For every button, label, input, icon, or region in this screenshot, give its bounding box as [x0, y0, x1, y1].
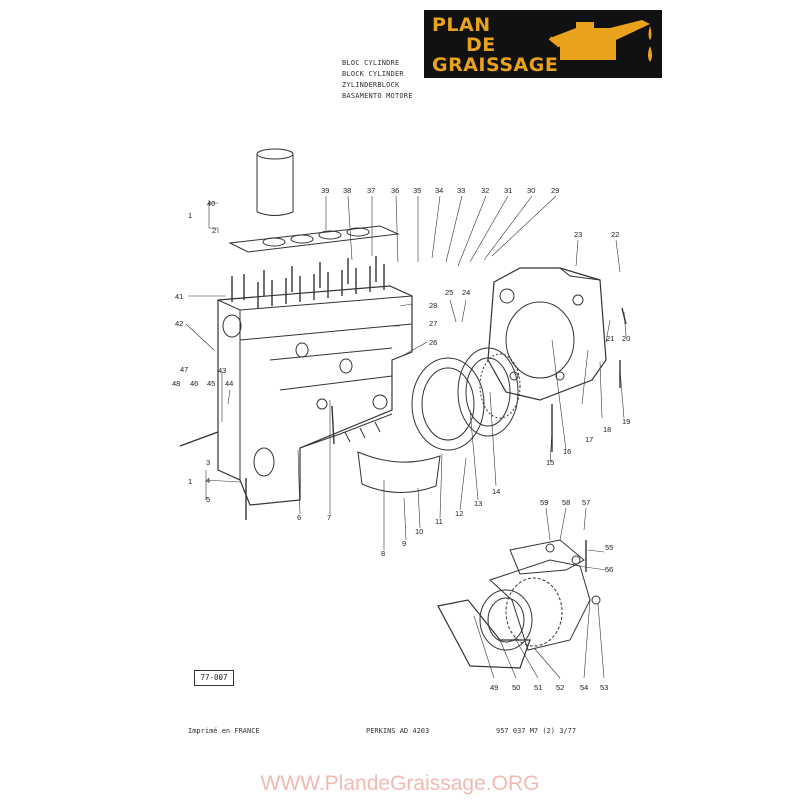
callout-15: 15: [546, 458, 554, 467]
callout-numbers: 1 2 3 1 4 5 6 7 8 9 10 11 12 13 14 15 16…: [172, 186, 630, 692]
title-it: BASAMENTO MOTORE: [342, 92, 413, 100]
callout-36: 36: [391, 186, 399, 195]
rear-main-bearing-housing: [437, 539, 601, 669]
callout-30: 30: [527, 186, 535, 195]
callout-59: 59: [540, 498, 548, 507]
callout-24: 24: [462, 288, 470, 297]
title-en: BLOCK CYLINDER: [342, 70, 404, 78]
callout-2: 2: [212, 226, 216, 235]
head-gasket: [228, 225, 400, 253]
callout-23: 23: [574, 230, 582, 239]
part-number: 957 037 M7 (2) 3/77: [496, 727, 577, 735]
logo-line-1: PLAN: [432, 14, 491, 36]
callout-14: 14: [492, 487, 500, 496]
callout-1b: 1: [188, 477, 192, 486]
housing-bolts: [551, 307, 627, 452]
oil-can-icon: [548, 20, 652, 62]
callout-57: 57: [582, 498, 590, 507]
callout-41: 41: [175, 292, 183, 301]
callout-5: 5: [206, 495, 210, 504]
model-name: PERKINS AD 4203: [366, 727, 430, 735]
seal-half-shell: [357, 451, 441, 494]
callout-17: 17: [585, 435, 593, 444]
callout-34: 34: [435, 186, 443, 195]
callout-20: 20: [622, 334, 630, 343]
reference-box: 77-007: [194, 670, 234, 686]
callout-22: 22: [611, 230, 619, 239]
callout-49: 49: [490, 683, 498, 692]
title-de: ZYLINDERBLOCK: [342, 81, 400, 89]
callout-43: 43: [218, 366, 226, 375]
engine-block: [217, 285, 413, 506]
callout-55: 55: [605, 543, 613, 552]
callout-18: 18: [603, 425, 611, 434]
callout-46: 46: [190, 379, 198, 388]
callout-45: 45: [207, 379, 215, 388]
callout-40: 40: [207, 199, 215, 208]
callout-35: 35: [413, 186, 421, 195]
flywheel-housing: [487, 267, 607, 401]
callout-7: 7: [327, 513, 331, 522]
drawing-titles: BLOC CYLINDRE BLOCK CYLINDER ZYLINDERBLO…: [342, 58, 413, 102]
callout-48: 48: [172, 379, 180, 388]
printed-in-france: Imprimé en FRANCE: [188, 727, 260, 735]
callout-32: 32: [481, 186, 489, 195]
cylinder-liner: [256, 148, 294, 216]
callout-51: 51: [534, 683, 542, 692]
rear-oil-seal-rings: [411, 347, 521, 451]
callout-58: 58: [562, 498, 570, 507]
front-bolts: [179, 405, 335, 520]
callout-31: 31: [504, 186, 512, 195]
callout-37: 37: [367, 186, 375, 195]
callout-50: 50: [512, 683, 520, 692]
callout-12: 12: [455, 509, 463, 518]
website-watermark: WWW.PlandeGraissage.ORG: [260, 772, 540, 795]
callout-9: 9: [402, 539, 406, 548]
callout-53: 53: [600, 683, 608, 692]
callout-10: 10: [415, 527, 423, 536]
callout-52: 52: [556, 683, 564, 692]
callout-47: 47: [180, 365, 188, 374]
callout-19: 19: [622, 417, 630, 426]
cylinder-head-studs: [231, 256, 385, 308]
callout-29: 29: [551, 186, 559, 195]
callout-6: 6: [297, 513, 301, 522]
callout-33: 33: [457, 186, 465, 195]
callout-27: 27: [429, 319, 437, 328]
callout-11: 11: [435, 517, 443, 526]
callout-39: 39: [321, 186, 329, 195]
callout-25: 25: [445, 288, 453, 297]
callout-leaders: [185, 195, 627, 679]
callout-38: 38: [343, 186, 351, 195]
logo-line-3: GRAISSAGE: [432, 54, 559, 76]
callout-44: 44: [225, 379, 233, 388]
callout-16: 16: [563, 447, 571, 456]
plan-de-graissage-logo: PLAN DE GRAISSAGE: [424, 10, 662, 78]
callout-56: 56: [605, 565, 613, 574]
callout-4: 4: [206, 476, 210, 485]
callout-1: 1: [188, 211, 192, 220]
callout-42: 42: [175, 319, 183, 328]
callout-28: 28: [429, 301, 437, 310]
logo-line-2: DE: [466, 34, 496, 56]
title-fr: BLOC CYLINDRE: [342, 59, 400, 67]
callout-54: 54: [580, 683, 588, 692]
callout-8: 8: [381, 549, 385, 558]
callout-13: 13: [474, 499, 482, 508]
callout-21: 21: [606, 334, 614, 343]
callout-3: 3: [206, 458, 210, 467]
callout-26: 26: [429, 338, 437, 347]
